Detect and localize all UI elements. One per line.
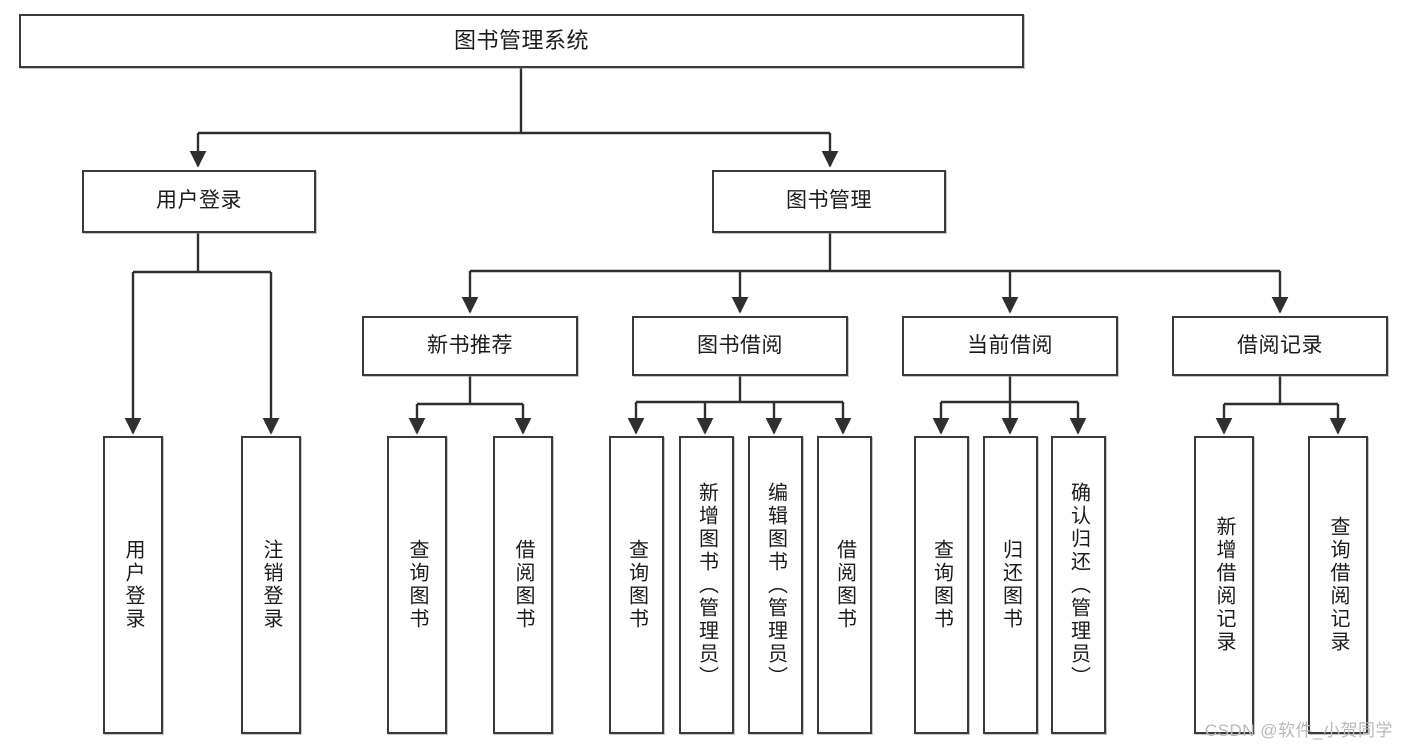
node-leaf-query-book-current[interactable]: 查询图书 — [914, 436, 969, 734]
node-label: 查询图书 — [930, 539, 953, 631]
node-book-manage[interactable]: 图书管理 — [712, 170, 946, 233]
node-leaf-edit-book[interactable]: 编辑图书（管理员） — [748, 436, 803, 734]
node-label: 借阅图书 — [833, 539, 856, 631]
node-leaf-query-book-borrow[interactable]: 查询图书 — [609, 436, 664, 734]
node-label: 借阅图书 — [512, 539, 534, 631]
node-book-borrow[interactable]: 图书借阅 — [632, 316, 848, 376]
node-label: 确认归还（管理员） — [1067, 481, 1090, 689]
node-label: 用户登录 — [122, 539, 144, 631]
node-label: 编辑图书（管理员） — [764, 481, 787, 689]
node-label: 图书管理 — [786, 189, 872, 213]
node-label: 查询图书 — [625, 539, 648, 631]
node-root-system[interactable]: 图书管理系统 — [19, 14, 1024, 68]
node-leaf-borrow-book-recommend[interactable]: 借阅图书 — [493, 436, 553, 734]
node-new-book-recommend[interactable]: 新书推荐 — [362, 316, 578, 376]
node-label: 新增借阅记录 — [1213, 516, 1235, 654]
node-leaf-user-logout[interactable]: 注销登录 — [241, 436, 301, 734]
node-current-borrow[interactable]: 当前借阅 — [902, 316, 1118, 376]
node-label: 注销登录 — [260, 539, 282, 631]
node-label: 新书推荐 — [427, 333, 513, 357]
node-leaf-query-borrow-record[interactable]: 查询借阅记录 — [1308, 436, 1368, 734]
node-label: 当前借阅 — [967, 333, 1053, 357]
node-label: 查询图书 — [406, 539, 428, 631]
node-leaf-add-book[interactable]: 新增图书（管理员） — [679, 436, 734, 734]
node-borrow-record[interactable]: 借阅记录 — [1172, 316, 1388, 376]
node-label: 借阅记录 — [1237, 333, 1323, 357]
node-label: 查询借阅记录 — [1327, 516, 1349, 654]
node-label: 图书管理系统 — [453, 28, 589, 54]
node-user-login[interactable]: 用户登录 — [82, 170, 316, 233]
node-label: 归还图书 — [999, 539, 1022, 631]
node-leaf-query-book-recommend[interactable]: 查询图书 — [387, 436, 447, 734]
node-leaf-return-book[interactable]: 归还图书 — [983, 436, 1038, 734]
node-label: 用户登录 — [156, 189, 242, 213]
node-label: 图书借阅 — [697, 333, 783, 357]
node-leaf-user-login[interactable]: 用户登录 — [103, 436, 163, 734]
node-leaf-borrow-book[interactable]: 借阅图书 — [817, 436, 872, 734]
node-label: 新增图书（管理员） — [695, 481, 718, 689]
csdn-watermark: CSDN @软件_小贺同学 — [1204, 721, 1393, 740]
node-leaf-confirm-return[interactable]: 确认归还（管理员） — [1051, 436, 1106, 734]
node-leaf-add-borrow-record[interactable]: 新增借阅记录 — [1194, 436, 1254, 734]
